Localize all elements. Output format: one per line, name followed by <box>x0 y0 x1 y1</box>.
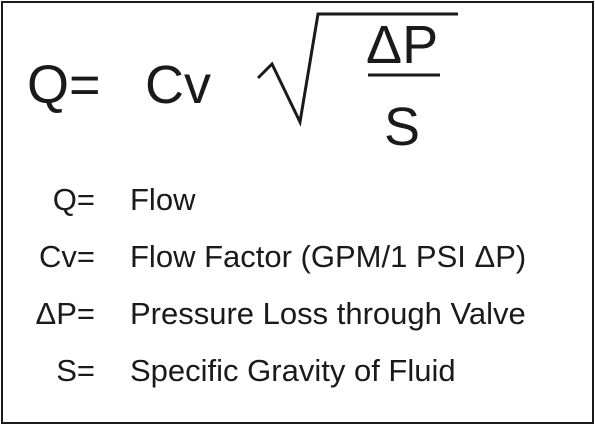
definition-row-s: S= Specific Gravity of Fluid <box>0 351 595 391</box>
definition-term: ΔP= <box>35 296 96 331</box>
definition-description: Pressure Loss through Valve <box>130 296 526 331</box>
definition-row-cv: Cv= Flow Factor (GPM/1 PSI ΔP) <box>0 237 595 277</box>
definition-description: Flow <box>130 182 196 217</box>
formula-numerator: ΔP <box>366 15 439 75</box>
definition-term: S= <box>56 353 95 388</box>
definition-row-q: Q= Flow <box>0 180 595 220</box>
definition-term: Cv= <box>39 239 95 274</box>
formula-coefficient: Cv <box>145 55 211 115</box>
definition-term: Q= <box>52 182 95 217</box>
radical-sign <box>256 12 458 127</box>
definition-description: Specific Gravity of Fluid <box>130 353 456 388</box>
definition-description: Flow Factor (GPM/1 PSI ΔP) <box>130 239 527 274</box>
square-root-radical <box>256 12 458 127</box>
definition-row-delta-p: ΔP= Pressure Loss through Valve <box>0 294 595 334</box>
formula-denominator: S <box>384 97 421 157</box>
flow-formula: Q= Cv ΔP S <box>0 0 595 160</box>
formula-lhs: Q= <box>27 55 101 115</box>
